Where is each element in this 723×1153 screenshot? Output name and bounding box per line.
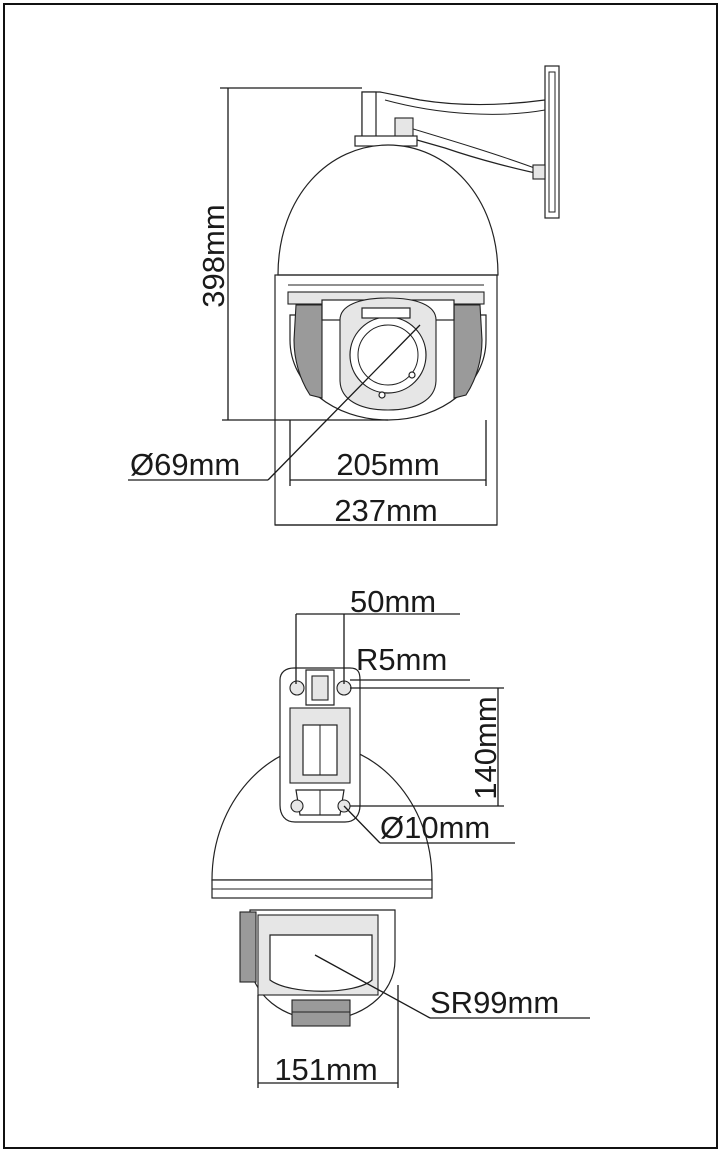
hole-spacing-label: 50mm [350, 584, 436, 619]
base-width-label: 151mm [274, 1052, 377, 1087]
dome-housing [277, 144, 499, 276]
left-arm [293, 304, 323, 399]
right-arm [453, 304, 483, 399]
hole-diameter-label: Ø10mm [380, 810, 490, 845]
wall-plate [544, 65, 560, 219]
outer-width-label: 237mm [334, 493, 437, 528]
inner-width-label: 205mm [336, 447, 439, 482]
corner-radius-label: R5mm [356, 642, 447, 677]
height-dimension-label: 398mm [196, 204, 231, 307]
hole-top-left [289, 680, 305, 696]
hole-bottom-left [290, 799, 304, 813]
drawing-frame [3, 3, 718, 1149]
base-block [291, 999, 351, 1027]
sphere-radius-label: SR99mm [430, 985, 559, 1020]
bracket-neck [361, 91, 377, 139]
camera-back-view [211, 667, 433, 1027]
side-connector [239, 911, 257, 983]
lens-window [349, 316, 427, 394]
lens-diameter-label: Ø69mm [130, 447, 240, 482]
top-view-dimensions [128, 87, 497, 526]
back-view-dimensions [257, 613, 590, 1088]
plate-height-label: 140mm [468, 696, 503, 799]
